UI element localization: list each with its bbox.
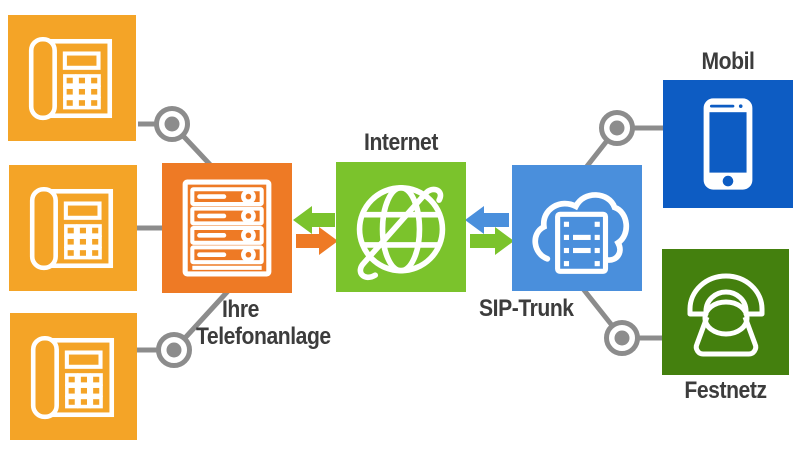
- globe-icon: [356, 185, 446, 281]
- pbx-label-line1: Ihre: [222, 296, 259, 323]
- arrow-sip-to-internet: [465, 206, 509, 234]
- landline-label: Festnetz: [684, 377, 767, 404]
- mobile-box: [663, 80, 793, 208]
- internet-label: Internet: [364, 129, 438, 156]
- junction-node: [599, 110, 635, 146]
- arrow-pbx-to-internet: [296, 227, 338, 255]
- pbx-box: [162, 163, 292, 293]
- smartphone-icon: [703, 98, 753, 190]
- arrow-internet-to-sip: [470, 227, 514, 255]
- junction-node: [154, 106, 190, 142]
- junction-node: [156, 332, 192, 368]
- landline-box: [662, 249, 789, 375]
- desk-phone-icon: [30, 335, 114, 419]
- rotary-phone-icon: [687, 273, 764, 357]
- cloud-server-icon: [532, 192, 630, 274]
- junction-node: [604, 320, 640, 356]
- internet-box: [336, 162, 466, 292]
- desk-phone-3-box: [10, 313, 137, 440]
- pbx-server-icon: [182, 179, 272, 277]
- sip-trunk-box: [512, 165, 642, 291]
- desk-phone-icon: [29, 186, 114, 271]
- pbx-label-line2: Telefonanlage: [196, 323, 331, 350]
- desk-phone-1-box: [8, 15, 136, 141]
- desk-phone-2-box: [9, 165, 137, 291]
- arrow-internet-to-pbx: [293, 206, 335, 234]
- mobile-label: Mobil: [701, 48, 755, 75]
- sip-trunk-label: SIP-Trunk: [479, 295, 574, 322]
- desk-phone-icon: [28, 36, 113, 121]
